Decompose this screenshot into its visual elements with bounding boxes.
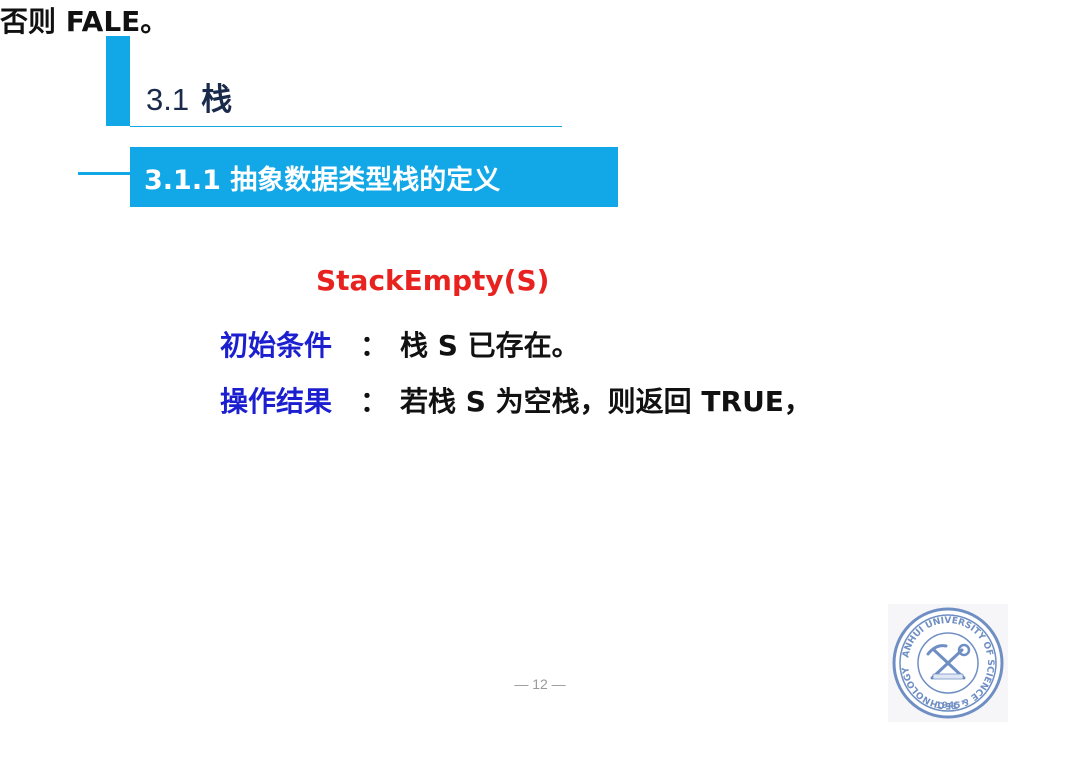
result-value-line1: 若栈 S 为空栈，则返回 TRUE， — [400, 385, 812, 418]
result-colon: ： — [360, 385, 389, 418]
university-seal-icon: ANHUI UNIVERSITY OF SCIENCE & TECHNOLOGY… — [888, 604, 1008, 722]
section-underline — [130, 126, 562, 127]
seal-graphic: ANHUI UNIVERSITY OF SCIENCE & TECHNOLOGY… — [892, 607, 1004, 719]
section-name: 栈 — [201, 82, 233, 118]
precondition-label: 初始条件 — [220, 329, 333, 362]
precondition-row: 初始条件 ： 栈 S 已存在。 — [220, 324, 920, 364]
precondition-colon: ： — [360, 329, 389, 362]
precondition-value: 栈 S 已存在。 — [400, 329, 580, 362]
section-number: 3.1 — [146, 82, 190, 117]
section-accent-bar — [106, 36, 130, 126]
result-row: 操作结果 ： 若栈 S 为空栈，则返回 TRUE， — [220, 380, 920, 420]
subsection-banner: 3.1.1 抽象数据类型栈的定义 — [130, 147, 618, 207]
result-value-line2: 否则 FALE。 — [0, 5, 169, 38]
result-label: 操作结果 — [220, 385, 333, 418]
section-title: 3.1 栈 — [146, 74, 232, 120]
seal-year: 1945 — [935, 701, 960, 711]
subsection-side-line — [78, 172, 130, 175]
page-number: — 12 — — [514, 676, 566, 692]
function-name: StackEmpty(S) — [316, 264, 550, 297]
